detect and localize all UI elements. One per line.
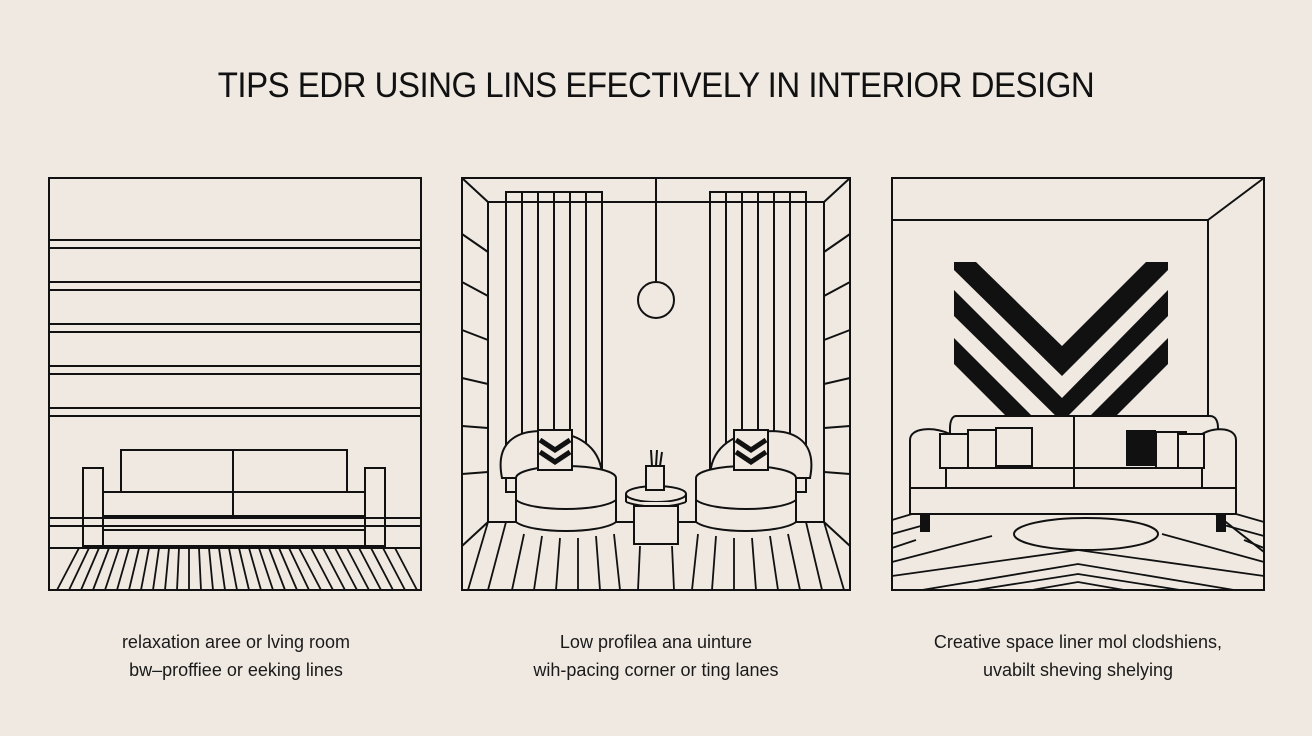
wall-stripes (49, 239, 421, 527)
living-room-illustration (48, 177, 422, 591)
chevron-wall-art (954, 262, 1168, 422)
panel-vertical-lines (461, 177, 851, 591)
left-shelves (461, 233, 489, 475)
chevron-floor (891, 513, 1265, 591)
lounge-illustration (461, 177, 851, 591)
left-chevron-pillow (537, 429, 573, 471)
caption-panel-1: relaxation aree or lving room bw–proffie… (26, 628, 446, 684)
side-table (625, 449, 687, 545)
caption-line-2: bw–proffiee or eeking lines (129, 660, 343, 680)
caption-panel-3: Creative space liner mol clodshiens, uva… (868, 628, 1288, 684)
page-title: TIPS EDR USING LINS EFECTIVELY IN INTERI… (217, 64, 1095, 105)
sofa (82, 449, 386, 547)
caption-line-1: Creative space liner mol clodshiens, (933, 632, 1223, 652)
caption-line-1: relaxation aree or lving room (121, 632, 351, 652)
right-chevron-pillow (733, 429, 769, 471)
floor-planks (467, 521, 845, 591)
floor-planks (56, 547, 418, 591)
panel-frame (48, 177, 422, 591)
panel-frame (891, 177, 1265, 591)
panel-horizontal-lines (48, 177, 422, 591)
caption-line-1: Low profilea ana uinture (559, 632, 753, 652)
panel-diagonal-lines (891, 177, 1265, 591)
sofa-legs (920, 514, 1226, 532)
caption-panel-2: Low profilea ana uinture wih-pacing corn… (446, 628, 866, 684)
caption-line-2: uvabilt sheving shelying (982, 660, 1174, 680)
right-shelves (823, 233, 851, 475)
black-pillow (1126, 430, 1156, 466)
pendant-lamp (637, 178, 675, 319)
chevron-room-illustration (891, 177, 1265, 591)
sofa (909, 415, 1237, 551)
caption-line-2: wih-pacing corner or ting lanes (533, 660, 779, 680)
